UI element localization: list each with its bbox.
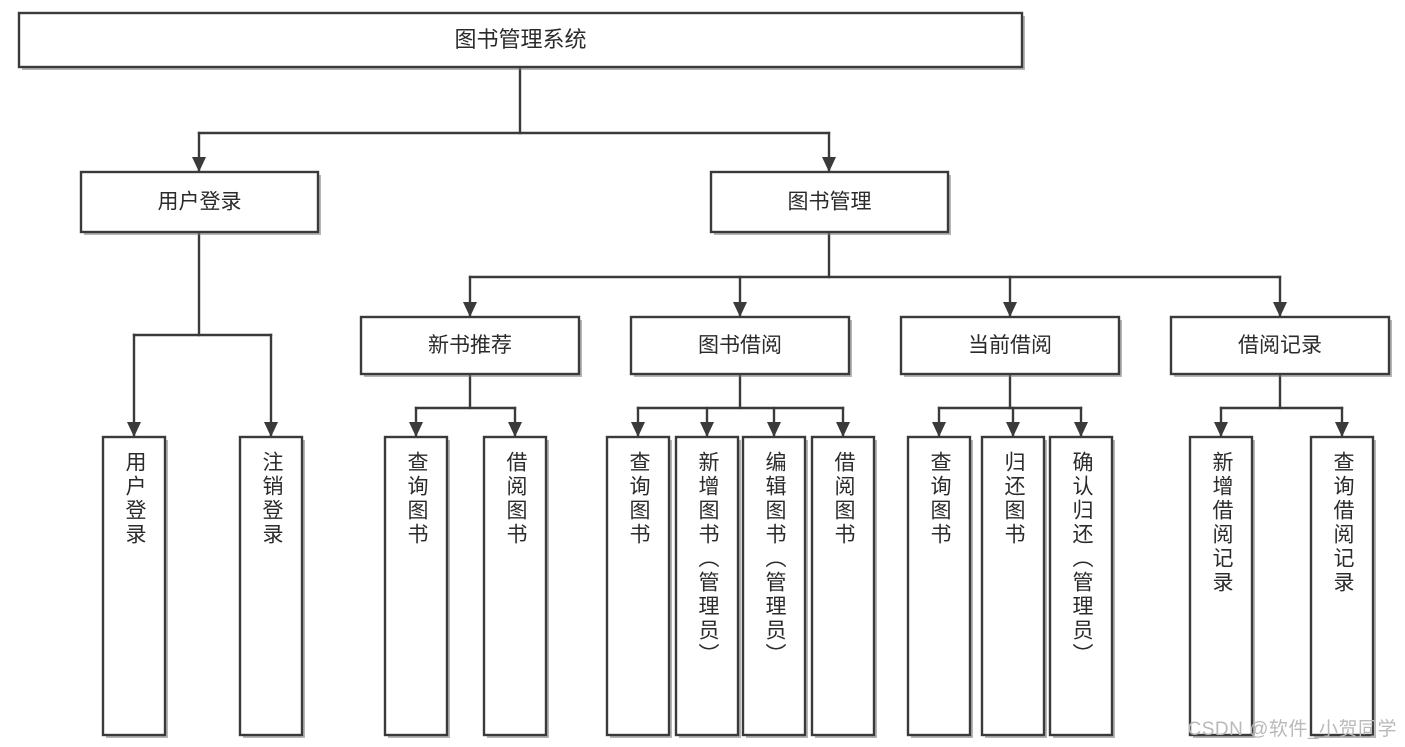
level3-node-label-0: 新书推荐 — [428, 334, 512, 357]
arrow-head — [836, 422, 850, 437]
root-node-label: 图书管理系统 — [454, 27, 586, 52]
box-outline — [101, 435, 167, 737]
level3-node-label-3: 借阅记录 — [1238, 334, 1322, 357]
leaf-node-box-7[interactable] — [810, 435, 877, 738]
box-outline — [709, 170, 950, 234]
level3-node-label-2: 当前借阅 — [968, 334, 1052, 357]
boxes-layer — [17, 11, 1392, 738]
arrow-head — [409, 422, 423, 437]
level2-node-box-1[interactable] — [709, 170, 951, 235]
level3-node-box-1[interactable] — [629, 315, 852, 377]
arrow-head — [700, 422, 714, 437]
box-outline — [383, 435, 449, 737]
box-outline — [482, 435, 548, 737]
leaf-node-box-8[interactable] — [906, 435, 973, 738]
box-outline — [980, 435, 1046, 737]
arrow-head — [1074, 422, 1088, 437]
arrow-head — [463, 302, 477, 317]
box-outline — [1188, 435, 1254, 737]
box-outline — [810, 435, 876, 737]
arrow-head — [932, 422, 946, 437]
level2-node-label-1: 图书管理 — [788, 191, 872, 214]
level3-node-box-2[interactable] — [899, 315, 1122, 377]
box-outline — [906, 435, 972, 737]
arrow-head — [733, 302, 747, 317]
arrow-head — [127, 422, 141, 437]
root-node-box[interactable] — [17, 11, 1025, 70]
box-outline — [899, 315, 1121, 376]
box-outline — [605, 435, 671, 737]
leaf-node-box-6[interactable] — [741, 435, 808, 738]
box-outline — [674, 435, 740, 737]
edges-layer — [127, 65, 1349, 438]
arrow-head — [1003, 302, 1017, 317]
leaf-node-box-1[interactable] — [238, 435, 305, 738]
arrow-head — [192, 157, 206, 172]
box-outline — [238, 435, 304, 737]
csdn-watermark: CSDN @软件_小贺同学 — [1187, 719, 1397, 740]
leaf-node-box-12[interactable] — [1309, 435, 1376, 738]
box-outline — [629, 315, 851, 376]
level3-node-label-1: 图书借阅 — [698, 334, 782, 357]
leaf-node-box-3[interactable] — [482, 435, 549, 738]
arrow-head — [508, 422, 522, 437]
arrow-head — [822, 157, 836, 172]
box-outline — [359, 315, 581, 376]
leaf-node-box-5[interactable] — [674, 435, 741, 738]
arrow-head — [1214, 422, 1228, 437]
level3-node-box-0[interactable] — [359, 315, 582, 377]
arrow-head — [264, 422, 278, 437]
leaf-node-box-2[interactable] — [383, 435, 450, 738]
arrow-head — [1273, 302, 1287, 317]
arrow-head — [1006, 422, 1020, 437]
box-outline — [17, 11, 1024, 69]
box-outline — [1309, 435, 1375, 737]
leaf-node-box-11[interactable] — [1188, 435, 1255, 738]
arrow-head — [631, 422, 645, 437]
box-outline — [1048, 435, 1114, 737]
arrow-head — [1335, 422, 1349, 437]
arrow-head — [767, 422, 781, 437]
level2-node-label-0: 用户登录 — [158, 191, 242, 214]
leaf-node-box-10[interactable] — [1048, 435, 1115, 738]
leaf-node-box-9[interactable] — [980, 435, 1047, 738]
box-outline — [1169, 315, 1391, 376]
leaf-node-box-4[interactable] — [605, 435, 672, 738]
level2-node-box-0[interactable] — [79, 170, 321, 235]
leaf-node-box-0[interactable] — [101, 435, 168, 738]
level3-node-box-3[interactable] — [1169, 315, 1392, 377]
box-outline — [741, 435, 807, 737]
box-outline — [79, 170, 320, 234]
